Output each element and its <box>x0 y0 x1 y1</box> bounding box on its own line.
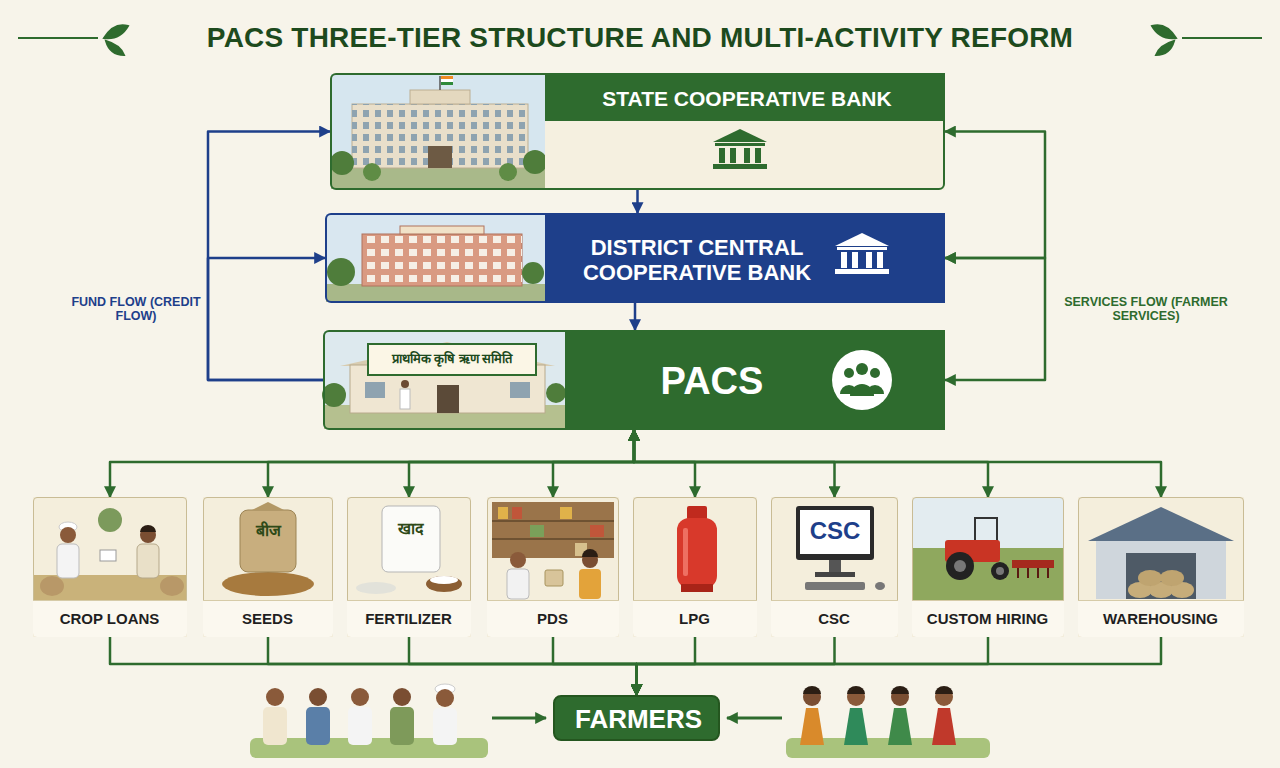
node-title: PACS <box>661 360 764 404</box>
tier-box: PACS <box>323 330 945 430</box>
sack-text: खाद <box>398 520 424 538</box>
text-area: FARMERS <box>555 697 722 743</box>
label-band: PDS <box>487 600 619 637</box>
connector <box>634 303 637 330</box>
node-title: DISTRICT CENTRAL COOPERATIVE BANK <box>573 235 821 286</box>
service-name: WAREHOUSING <box>1103 610 1218 627</box>
panel <box>545 121 945 190</box>
service-name: PDS <box>537 610 568 627</box>
farmers-box: FARMERS <box>553 695 720 741</box>
label-band: CSC <box>771 600 898 637</box>
connector <box>110 430 634 497</box>
seed-sack-picture <box>222 502 314 596</box>
flow-label: FUND FLOW (CREDIT FLOW) <box>68 295 204 324</box>
screen-text: CSC <box>810 517 861 545</box>
farmers-picture <box>250 684 990 758</box>
service-name: LPG <box>679 610 710 627</box>
crop-loan-picture <box>34 508 186 600</box>
title: PACS THREE-TIER STRUCTURE AND MULTI-ACTI… <box>140 14 1140 62</box>
state-bank-photo <box>330 74 547 189</box>
label-band: FERTILIZER <box>347 600 471 637</box>
district-bank-photo <box>326 214 545 302</box>
flow-label: SERVICES FLOW (FARMER SERVICES) <box>1056 286 1236 332</box>
bank-icon <box>835 233 889 274</box>
label-band: CUSTOM HIRING <box>912 600 1064 637</box>
connector <box>634 430 695 497</box>
label-band: CROP LOANS <box>33 600 187 637</box>
service-box: SEEDS <box>203 497 333 637</box>
service-box: WAREHOUSING <box>1078 497 1244 637</box>
fertilizer-sack-picture <box>356 506 462 594</box>
connector <box>945 132 1045 259</box>
service-box: CROP LOANS <box>33 497 187 637</box>
connector <box>268 430 634 497</box>
header-band <box>545 73 945 121</box>
sack-text: बीज <box>243 518 293 544</box>
connector <box>945 258 1045 380</box>
connector <box>208 132 330 381</box>
panel <box>565 330 945 430</box>
label-band: LPG <box>633 600 757 637</box>
connector <box>637 637 1162 695</box>
connector <box>268 637 637 695</box>
text-area: DISTRICT CENTRAL COOPERATIVE BANK <box>567 215 827 305</box>
pds-picture <box>492 502 614 599</box>
connector <box>409 430 634 497</box>
connector <box>637 637 835 695</box>
service-box: LPG <box>633 497 757 637</box>
tractor-picture <box>913 498 1063 600</box>
service-box: CUSTOM HIRING <box>912 497 1064 637</box>
text-area: STATE COOPERATIVE BANK <box>547 75 947 123</box>
service-name: FERTILIZER <box>365 610 452 627</box>
connector <box>110 637 637 695</box>
connector <box>634 430 988 497</box>
service-name: CUSTOM HIRING <box>927 610 1048 627</box>
computer-picture <box>796 506 885 590</box>
connector <box>636 190 639 213</box>
flow-label: FUND FLOW (CREDIT FLOW) <box>68 286 204 332</box>
connector <box>634 430 1161 497</box>
connector <box>553 430 634 497</box>
node-title: STATE COOPERATIVE BANK <box>602 87 891 111</box>
service-box: FERTILIZER <box>347 497 471 637</box>
text-area: PACS <box>587 332 837 432</box>
screen-text: CSC <box>800 514 870 548</box>
connector <box>634 430 835 497</box>
service-name: CSC <box>818 610 850 627</box>
sack-text: खाद <box>384 516 438 542</box>
sack-text: बीज <box>256 522 281 540</box>
tier-box: STATE COOPERATIVE BANK <box>330 73 945 190</box>
lpg-cylinder-picture <box>677 506 717 592</box>
label-band: SEEDS <box>203 600 333 637</box>
connector <box>409 637 637 695</box>
node-title: FARMERS <box>575 705 702 735</box>
warehouse-picture <box>1088 507 1234 599</box>
members-icon <box>832 350 892 410</box>
service-name: SEEDS <box>242 610 293 627</box>
tier-box: DISTRICT CENTRAL COOPERATIVE BANK <box>325 213 945 303</box>
connector <box>637 637 696 695</box>
sign-text: प्राथमिक कृषि ऋण समिति <box>392 352 513 367</box>
service-name: CROP LOANS <box>60 610 160 627</box>
label-band: WAREHOUSING <box>1078 600 1244 637</box>
connector <box>637 637 989 695</box>
service-box: PDS <box>487 497 619 637</box>
connector <box>553 637 637 695</box>
bank-icon <box>713 129 767 169</box>
flow-label: SERVICES FLOW (FARMER SERVICES) <box>1056 295 1236 324</box>
panel <box>545 213 945 303</box>
pacs-photo <box>322 331 566 429</box>
sign-text: प्राथमिक कृषि ऋण समिति <box>370 346 534 373</box>
connector <box>208 258 325 380</box>
service-grounds <box>33 497 1244 637</box>
